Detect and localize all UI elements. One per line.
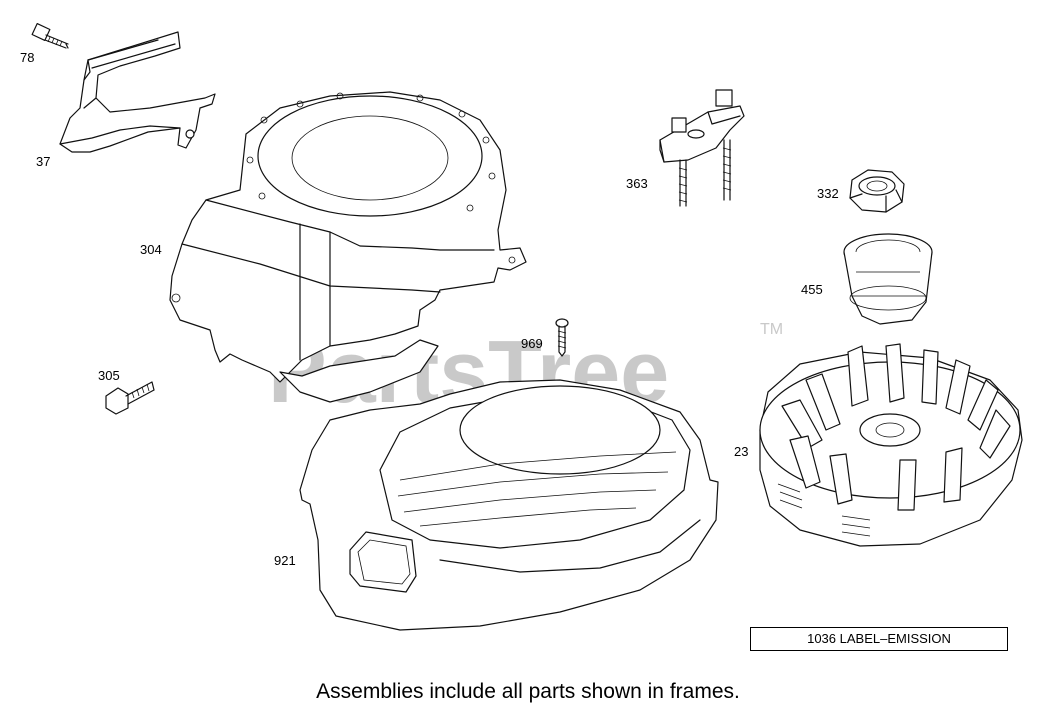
label-37[interactable]: 37 <box>36 154 50 169</box>
label-304[interactable]: 304 <box>140 242 162 257</box>
part-969-screw[interactable] <box>555 318 569 357</box>
part-305-bolt[interactable] <box>105 381 155 415</box>
part-37-baffle[interactable] <box>59 31 216 153</box>
part-78-bolt[interactable] <box>31 23 69 49</box>
part-304-blower-housing[interactable] <box>169 91 527 403</box>
part-921-shroud[interactable] <box>299 379 719 631</box>
label-78[interactable]: 78 <box>20 50 34 65</box>
label-305[interactable]: 305 <box>98 368 120 383</box>
part-363-bracket[interactable] <box>659 89 745 207</box>
part-455-cup[interactable] <box>843 233 933 325</box>
part-labels: 78 37 304 305 969 921 363 332 455 23 <box>20 50 839 568</box>
part-332-nut[interactable] <box>849 169 905 213</box>
label-363[interactable]: 363 <box>626 176 648 191</box>
watermark-tm: TM <box>760 321 783 338</box>
label-969[interactable]: 969 <box>521 336 543 351</box>
label-332[interactable]: 332 <box>817 186 839 201</box>
emission-label-box[interactable]: 1036 LABEL–EMISSION <box>750 627 1008 651</box>
label-455[interactable]: 455 <box>801 282 823 297</box>
part-23-flywheel[interactable] <box>759 343 1023 547</box>
label-921[interactable]: 921 <box>274 553 296 568</box>
footer-note: Assemblies include all parts shown in fr… <box>316 680 740 703</box>
label-23[interactable]: 23 <box>734 444 748 459</box>
